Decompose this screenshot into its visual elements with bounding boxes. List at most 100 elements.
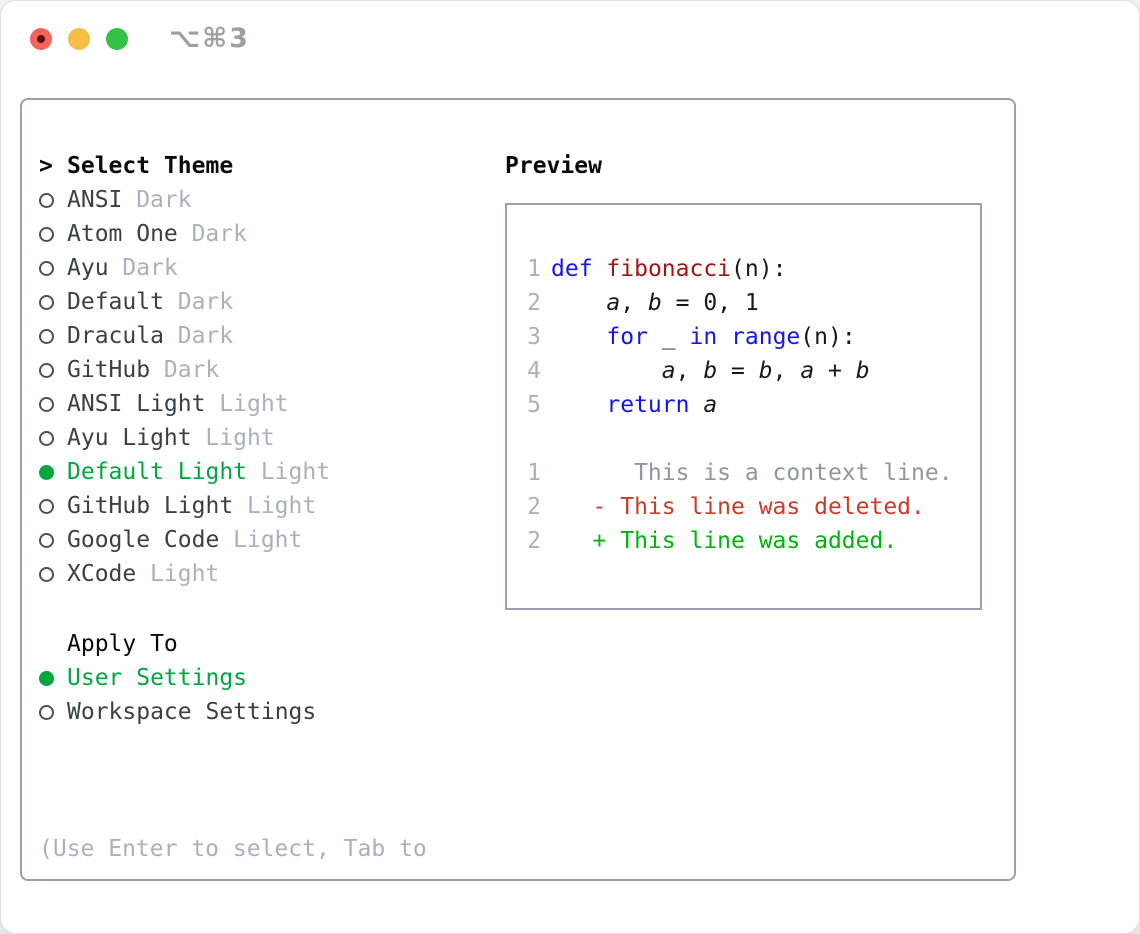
theme-option[interactable]: XCode Light <box>39 557 427 591</box>
selection-cursor-icon: > <box>39 153 53 179</box>
code-token: return <box>606 392 690 418</box>
theme-option-label: XCode <box>67 561 137 587</box>
code-token: a <box>661 358 676 384</box>
code-line: 2 - This line was deleted. <box>513 490 980 524</box>
theme-option-tag: Dark <box>122 255 178 281</box>
line-number: 1 <box>527 460 541 486</box>
code-token: b <box>703 358 718 384</box>
code-text: a, b = 0, 1 <box>551 290 759 316</box>
theme-option-label: ANSI <box>67 187 123 213</box>
theme-option-tag: Light <box>150 561 220 587</box>
code-line: 5 return a <box>513 388 980 422</box>
radio-icon <box>39 328 54 344</box>
code-line: 1 This is a context line. <box>513 456 980 490</box>
code-text: return a <box>551 392 717 418</box>
code-token <box>551 290 606 316</box>
help-hint-line: (Use Enter to select, Tab to <box>39 836 427 862</box>
code-token: (n): <box>731 256 787 282</box>
code-token: = 0, 1 <box>661 290 759 316</box>
radio-icon <box>39 362 54 378</box>
theme-option-tag: Light <box>233 527 303 553</box>
code-text: + This line was added. <box>551 528 898 554</box>
maximize-button[interactable] <box>106 28 128 50</box>
radio-icon <box>39 704 54 720</box>
code-token: + This line was added. <box>551 528 898 554</box>
line-number: 2 <box>527 528 541 554</box>
code-line <box>513 422 980 456</box>
code-token <box>551 324 606 350</box>
theme-option-tag: Dark <box>136 187 192 213</box>
line-number: 2 <box>527 494 541 520</box>
window-titlebar: ⌥⌘3 <box>1 1 1139 98</box>
theme-option[interactable]: ANSI Dark <box>39 183 427 217</box>
code-token: b <box>855 358 870 384</box>
theme-option-tag: Dark <box>163 357 220 383</box>
theme-list-title: Select Theme <box>67 153 234 179</box>
code-token: range <box>731 324 801 350</box>
code-token: - This line was deleted. <box>551 494 925 520</box>
close-button[interactable] <box>30 28 52 50</box>
apply-to-option[interactable]: User Settings <box>39 661 427 695</box>
line-number: 4 <box>527 358 541 384</box>
code-text: def fibonacci(n): <box>551 256 786 282</box>
code-token: a <box>703 392 718 418</box>
code-line: 4 a, b = b, a + b <box>513 354 980 388</box>
apply-to-title: Apply To <box>67 631 178 657</box>
radio-icon <box>39 294 54 310</box>
code-token: , <box>620 290 648 316</box>
theme-option-label: Atom One <box>67 221 178 247</box>
apply-to-option[interactable]: Workspace Settings <box>39 695 427 729</box>
radio-icon <box>39 192 54 208</box>
theme-option-label: Default Light <box>67 459 248 485</box>
code-token: + <box>814 358 856 384</box>
radio-icon <box>39 566 54 582</box>
code-token: a <box>606 290 621 316</box>
theme-option[interactable]: GitHub Dark <box>39 353 427 387</box>
radio-icon <box>39 532 54 548</box>
minimize-button[interactable] <box>68 28 90 50</box>
theme-option-label: ANSI Light <box>67 391 206 417</box>
code-token <box>689 392 703 418</box>
theme-option-label: Ayu Light <box>67 425 192 451</box>
code-token: fibonacci <box>606 256 732 282</box>
code-token: for <box>606 324 648 350</box>
radio-icon <box>39 430 54 446</box>
code-token: = <box>717 358 759 384</box>
code-text: for _ in range(n): <box>551 324 856 350</box>
theme-option-label: GitHub <box>67 357 151 383</box>
apply-to-option-label: Workspace Settings <box>67 699 317 725</box>
code-line: 3 for _ in range(n): <box>513 320 980 354</box>
code-token: b <box>647 290 662 316</box>
theme-option-tag: Light <box>260 459 331 485</box>
line-number: 1 <box>527 256 541 282</box>
code-line: 2 a, b = 0, 1 <box>513 286 980 320</box>
code-token: This is a context line. <box>551 460 953 486</box>
radio-icon <box>39 396 54 412</box>
apply-to-header: Apply To <box>39 627 427 661</box>
radio-icon <box>39 226 54 242</box>
code-token <box>717 324 731 350</box>
code-token <box>593 256 607 282</box>
code-token: (n): <box>800 324 856 350</box>
theme-list-header: > Select Theme <box>39 149 427 183</box>
apply-to-option-label: User Settings <box>67 665 248 691</box>
code-token: def <box>551 256 593 282</box>
theme-option[interactable]: Default Light Light <box>39 455 427 489</box>
radio-icon <box>39 260 54 276</box>
theme-option-label: Dracula <box>67 323 164 349</box>
